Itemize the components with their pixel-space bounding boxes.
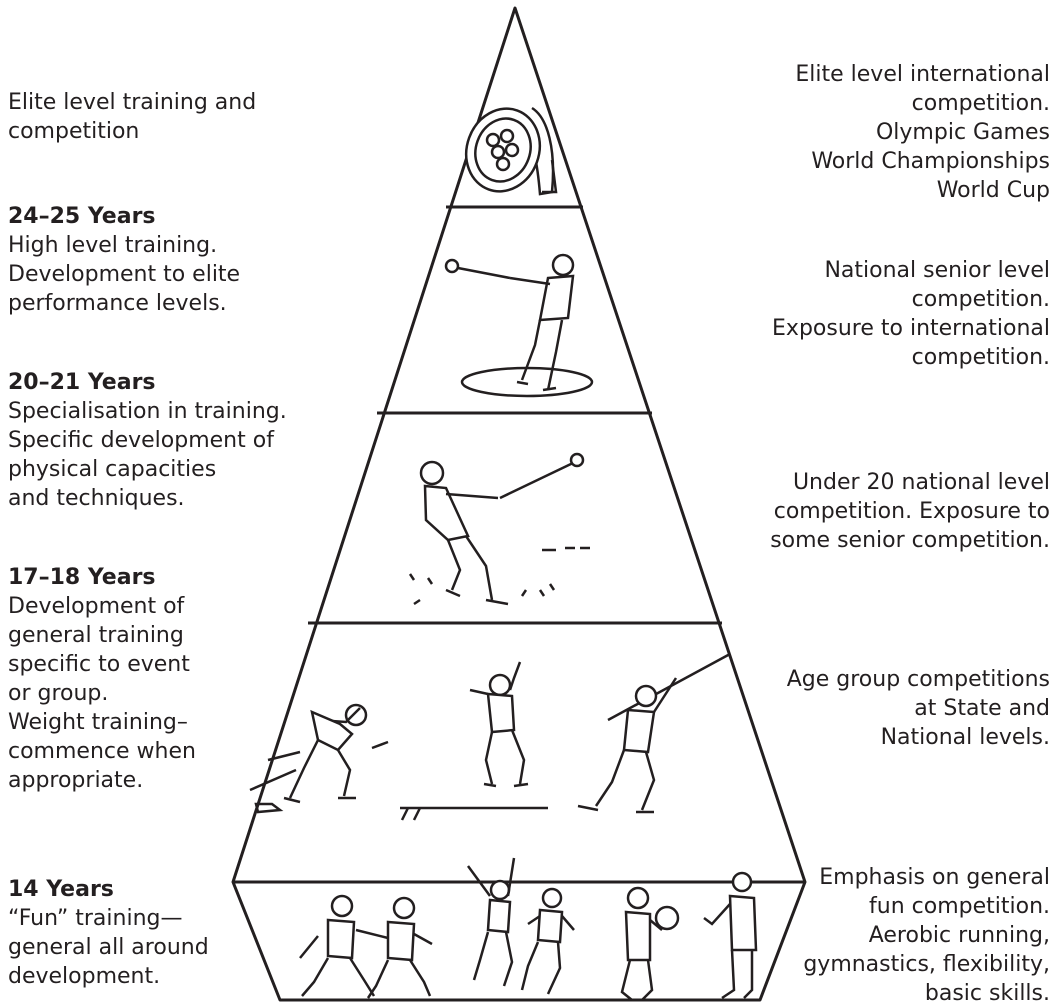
left-label-age: 24–25 Years [8,204,156,229]
left-label-text: Specialisation in training. Specific dev… [8,399,287,511]
sprint-jump-javelin-figures [249,652,731,821]
medal-icon [464,106,558,196]
left-label-14: 14 Years “Fun” training— general all aro… [8,875,209,991]
left-label-age: 20–21 Years [8,370,156,395]
left-label-17-18: 17–18 Years Development of general train… [8,563,196,795]
left-label-text: Elite level training and competition [8,90,257,144]
left-label-age: 17–18 Years [8,565,156,590]
hammer-swing-figure [408,452,590,606]
right-label-age-group: Age group competitions at State and Nati… [786,667,1050,750]
left-label-text: Development of general training specific… [8,594,196,793]
left-label-text: “Fun” training— general all around devel… [8,906,209,989]
right-label-elite: Elite level international competition. O… [795,62,1050,203]
pyramid-outline [231,6,807,1002]
left-label-24-25: 24–25 Years High level training. Develop… [8,202,240,318]
hammer-throw-figure [444,253,594,398]
right-label-national-senior: National senior level competition. Expos… [772,258,1050,370]
left-label-age: 14 Years [8,877,114,902]
right-label-under-20: Under 20 national level competition. Exp… [770,470,1050,553]
left-label-text: High level training. Development to elit… [8,233,241,316]
children-playing-figures [299,857,758,1001]
left-label-elite: Elite level training and competition [8,88,256,146]
right-label-fun: Emphasis on general fun competition. Aer… [803,865,1050,1006]
left-label-20-21: 20–21 Years Specialisation in training. … [8,368,287,513]
